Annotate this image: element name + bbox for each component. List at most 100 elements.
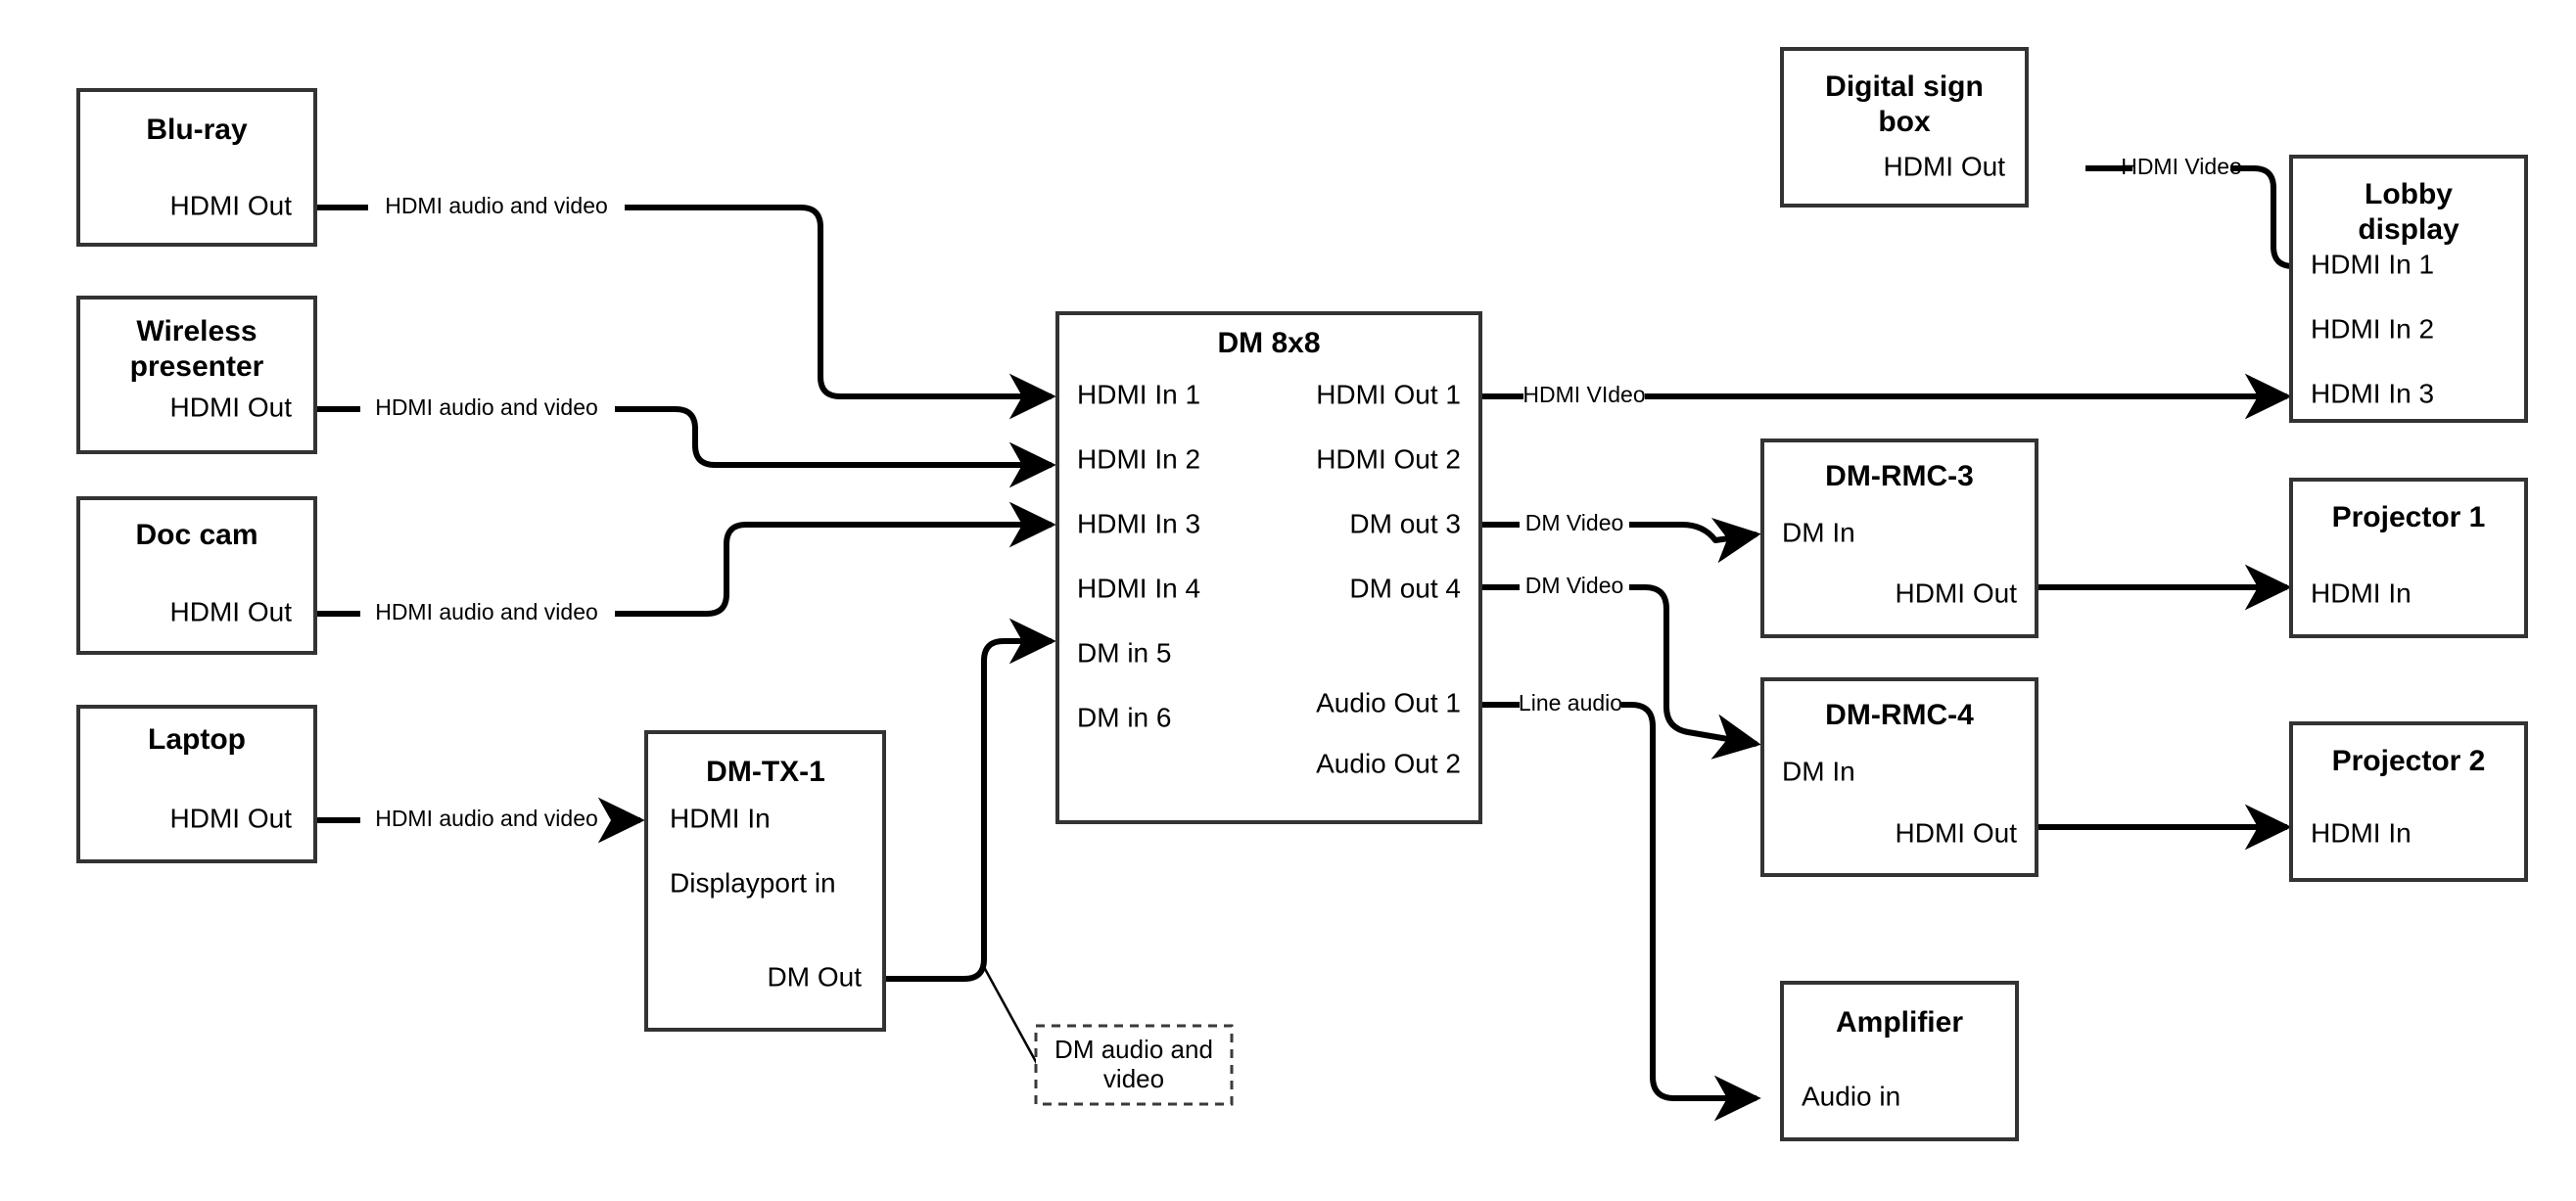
port-amplifier-audio-in: Audio in	[1802, 1081, 1900, 1111]
node-projector2-rect[interactable]	[2289, 721, 2528, 882]
port-dmtx1-dm-out: DM Out	[768, 961, 863, 992]
note-rect	[1034, 1024, 1234, 1106]
edge-path	[1621, 702, 1761, 1122]
port-lobby-hdmi-in-2: HDMI In 2	[2311, 313, 2434, 344]
node-projector1-title: Projector 1	[2332, 501, 2486, 533]
edge-doccam-to-dm-hdmi-in-3: HDMI audio and video	[315, 501, 1056, 624]
node-doc-cam[interactable]: Doc cam HDMI Out	[76, 496, 317, 655]
edge-label-dm-video-3: DM Video	[1525, 510, 1624, 535]
node-dmrmc4-title: DM-RMC-4	[1825, 699, 1974, 731]
edge-path	[2230, 165, 2334, 290]
note-text-line2: video	[1103, 1064, 1164, 1093]
edge-label-line-audio: Line audio	[1519, 690, 1622, 716]
edge-path	[625, 205, 1056, 420]
node-digitalsign-rect[interactable]	[1780, 47, 2029, 208]
port-dm8x8-hdmi-in-3: HDMI In 3	[1077, 508, 1200, 538]
edge-label-doccam: HDMI audio and video	[375, 599, 598, 624]
port-dm8x8-dm-out-4: DM out 4	[1349, 573, 1461, 603]
edge-label-digitalsign: HDMI Video	[2121, 154, 2242, 179]
node-digital-sign-box[interactable]: Digital sign box HDMI Out	[1780, 47, 2029, 208]
port-dm8x8-dm-out-3: DM out 3	[1349, 508, 1461, 538]
edge-label-bluray: HDMI audio and video	[385, 193, 608, 218]
node-lobby-title-line1: Lobby	[2365, 178, 2453, 210]
node-bluray-title: Blu-ray	[146, 114, 248, 146]
port-dmrmc4-hdmi-out: HDMI Out	[1896, 817, 2018, 848]
edge-wireless-to-dm-hdmi-in-2: HDMI audio and video	[315, 394, 1056, 488]
edge-dm-out3-to-rmc3: DM Video	[1480, 510, 1761, 564]
note-dm-audio-and-video: DM audio and video	[1034, 1024, 1234, 1106]
edge-audioout1-to-amplifier: Line audio	[1480, 690, 1761, 1122]
node-projector-1[interactable]: Projector 1 HDMI In	[2289, 478, 2528, 638]
port-dm8x8-dm-in-5: DM in 5	[1077, 637, 1171, 668]
port-dmrmc4-dm-in: DM In	[1782, 756, 1855, 786]
port-dm8x8-audio-out-1: Audio Out 1	[1316, 687, 1461, 717]
node-lobby-display[interactable]: Lobby display HDMI In 1 HDMI In 2 HDMI I…	[2289, 155, 2528, 423]
note-text-line1: DM audio and	[1054, 1035, 1213, 1064]
node-digitalsign-title-line1: Digital sign	[1825, 70, 1984, 103]
node-lobby-rect[interactable]	[2289, 155, 2528, 423]
edge-label-dm-video-4: DM Video	[1525, 573, 1624, 598]
node-dm-8x8[interactable]: DM 8x8 HDMI In 1 HDMI In 2 HDMI In 3 HDM…	[1055, 311, 1482, 824]
node-digitalsign-title-line2: box	[1878, 106, 1931, 138]
node-amplifier-title: Amplifier	[1836, 1006, 1963, 1039]
port-dmrmc3-hdmi-out: HDMI Out	[1896, 577, 2018, 608]
edge-label-hdmi-video-lobby: HDMI VIdeo	[1522, 382, 1645, 407]
node-doccam-title: Doc cam	[135, 519, 258, 551]
port-dmtx1-displayport-in: Displayport in	[670, 867, 836, 898]
port-lobby-hdmi-in-3: HDMI In 3	[2311, 378, 2434, 408]
edge-bluray-to-dm-hdmi-in-1: HDMI audio and video	[315, 193, 1056, 420]
node-bluray[interactable]: Blu-ray HDMI Out	[76, 88, 317, 247]
node-projector-2[interactable]: Projector 2 HDMI In	[2289, 721, 2528, 882]
node-wireless-title-line1: Wireless	[136, 315, 257, 347]
port-laptop-hdmi-out: HDMI Out	[170, 803, 293, 833]
node-dmtx1-title: DM-TX-1	[706, 756, 825, 788]
edge-label-wireless: HDMI audio and video	[375, 394, 598, 420]
edge-path	[884, 618, 1056, 982]
node-projector1-rect[interactable]	[2289, 478, 2528, 638]
node-dmtx1-rect[interactable]	[644, 730, 886, 1032]
node-wireless-presenter[interactable]: Wireless presenter HDMI Out	[76, 296, 317, 454]
node-dm-rmc-4[interactable]: DM-RMC-4 DM In HDMI Out	[1760, 677, 2038, 877]
node-amplifier[interactable]: Amplifier Audio in	[1780, 981, 2019, 1141]
node-lobby-title-line2: display	[2358, 213, 2459, 246]
node-amplifier-rect[interactable]	[1780, 981, 2019, 1141]
port-projector2-hdmi-in: HDMI In	[2311, 817, 2412, 848]
port-wireless-hdmi-out: HDMI Out	[170, 392, 293, 422]
edge-laptop-to-dmtx1: HDMI audio and video	[315, 797, 645, 844]
port-dm8x8-hdmi-in-1: HDMI In 1	[1077, 379, 1200, 409]
node-dmrmc4-rect[interactable]	[1760, 677, 2038, 877]
node-laptop[interactable]: Laptop HDMI Out	[76, 705, 317, 863]
node-dm-tx-1[interactable]: DM-TX-1 HDMI In Displayport in DM Out	[644, 730, 886, 1032]
node-dm-rmc-3[interactable]: DM-RMC-3 DM In HDMI Out	[1760, 439, 2038, 638]
edge-dm-hdmiout1-to-lobby-in-3: HDMI VIdeo	[1480, 373, 2292, 420]
port-dm8x8-audio-out-2: Audio Out 2	[1316, 748, 1461, 778]
edge-label-laptop: HDMI audio and video	[375, 806, 598, 831]
port-lobby-hdmi-in-1: HDMI In 1	[2311, 249, 2434, 279]
node-projector2-title: Projector 2	[2332, 745, 2486, 777]
edge-path	[1629, 584, 1761, 760]
node-dm8x8-rect[interactable]	[1055, 311, 1482, 824]
node-bluray-rect[interactable]	[76, 88, 317, 247]
node-laptop-rect[interactable]	[76, 705, 317, 863]
port-projector1-hdmi-in: HDMI In	[2311, 577, 2412, 608]
port-doccam-hdmi-out: HDMI Out	[170, 596, 293, 626]
node-laptop-title: Laptop	[148, 723, 246, 756]
edge-dmtx1-to-dm-in-5	[884, 618, 1056, 982]
edge-path	[615, 501, 1056, 617]
port-dm8x8-hdmi-out-2: HDMI Out 2	[1316, 443, 1461, 474]
edge-path	[615, 406, 1056, 488]
port-dmtx1-hdmi-in: HDMI In	[670, 803, 771, 833]
node-dmrmc3-rect[interactable]	[1760, 439, 2038, 638]
edge-dm-out4-to-rmc4: DM Video	[1480, 573, 1761, 760]
node-doccam-rect[interactable]	[76, 496, 317, 655]
node-wireless-rect[interactable]	[76, 296, 317, 454]
node-dm8x8-title: DM 8x8	[1217, 327, 1320, 359]
edge-path	[1629, 517, 1761, 564]
note-leader-line	[982, 966, 1042, 1070]
node-dmrmc3-title: DM-RMC-3	[1825, 460, 1974, 492]
port-dm8x8-hdmi-in-2: HDMI In 2	[1077, 443, 1200, 474]
port-dm8x8-hdmi-out-1: HDMI Out 1	[1316, 379, 1461, 409]
port-dm8x8-dm-in-6: DM in 6	[1077, 702, 1171, 732]
port-dm8x8-hdmi-in-4: HDMI In 4	[1077, 573, 1200, 603]
